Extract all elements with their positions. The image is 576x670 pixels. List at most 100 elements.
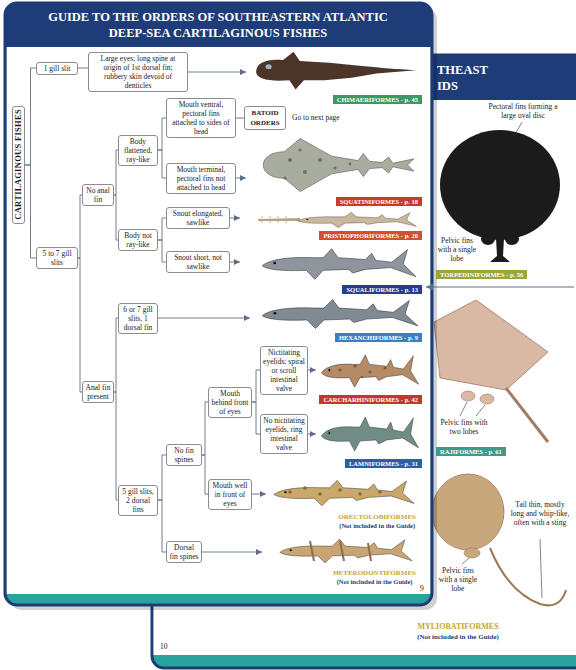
decision-box: Snout short, not sawlike [166, 251, 230, 273]
node-text: Mouth well in front of eyes [213, 481, 248, 508]
connector [236, 118, 244, 119]
decision-box: 6 or 7 gill slits, 1 dorsal fin [118, 303, 158, 334]
connector [158, 500, 166, 552]
node-text: No anal fin [86, 186, 110, 204]
note-label: 10 [160, 642, 168, 651]
node-text: HETERODONTIFORMES [333, 569, 416, 578]
order-entry: HETERODONTIFORMES(Not included in the Gu… [262, 536, 422, 588]
node-text: 5 to 7 gill slits [43, 249, 72, 267]
order-band: LAMNIFORMES - p. 31 [345, 459, 422, 468]
front-page-header [5, 3, 432, 47]
order-band: RAJIFORMES - p. 61 [436, 447, 506, 456]
decision-box: Large eyes; long spine at origin of 1st … [88, 52, 188, 92]
node-text: 6 or 7 gill slits, 1 dorsal fin [123, 305, 152, 332]
order-entry: HEXANCHIFORMES - p. 9 [250, 296, 422, 342]
node-text: Dorsal fin spines [170, 543, 199, 561]
sawshark-figure [258, 212, 416, 227]
bullhead-shark-figure [280, 539, 412, 563]
node-text: ORECTOLOBIFORMES [338, 513, 416, 522]
decision-box: No fin spines [166, 444, 202, 466]
node-text: Snout short, not sawlike [174, 253, 222, 271]
decision-box: Body not ray-like [118, 229, 158, 251]
node-text: HEXANCHIFORMES - p. 9 [339, 334, 418, 341]
order-band: CHIMAERIFORMES - p. 45 [333, 95, 422, 104]
connector [230, 262, 240, 263]
node-text: Body not ray-like [124, 231, 152, 249]
note-label: Tail thin, mostly long and whip-like, of… [508, 500, 572, 527]
carpet-shark-figure [274, 480, 414, 506]
decision-box: Dorsal fin spines [166, 541, 202, 563]
node-text: Mouth terminal, pectoral fins not attach… [177, 165, 226, 192]
decision-box: Snout elongated, sawlike [166, 207, 230, 229]
angel-shark-figure [263, 138, 414, 191]
connector [78, 68, 88, 69]
dogfish-figure [262, 249, 416, 280]
order-band: SQUALIFORMES - p. 13 [342, 285, 422, 294]
decision-box: Mouth terminal, pectoral fins not attach… [166, 163, 236, 194]
connector [308, 434, 316, 435]
connector [78, 258, 82, 392]
node-text: Anal fin present [86, 383, 111, 401]
chimaera-figure [256, 52, 416, 90]
connector [158, 218, 166, 240]
note-label: Pelvic fins with a single lobe [436, 566, 480, 593]
connector [158, 318, 250, 319]
node-text: (Not included in the Guide) [338, 522, 416, 530]
decision-box: No nictitating eyelids, ring intestinal … [260, 414, 308, 454]
node-text: Snout elongated, sawlike [173, 209, 223, 227]
note-label: MYLIOBATIFORMES [400, 622, 516, 631]
connector [25, 68, 36, 165]
note-label: Go to next page [292, 113, 340, 122]
node-text: Mouth ventral, pectoral fins attached to… [172, 100, 230, 136]
note-label: 9 [420, 584, 424, 593]
connector [188, 72, 246, 73]
connector [230, 218, 240, 219]
decision-box: Mouth well in front of eyes [208, 479, 252, 510]
catshark-figure [321, 355, 418, 387]
note-label: Pectoral fins forming a large oval disc [482, 102, 564, 120]
node-text: No nictitating eyelids, ring intestinal … [263, 416, 304, 452]
node-text: RAJIFORMES - p. 61 [440, 448, 502, 455]
node-text: (Not included in the Guide) [333, 578, 416, 586]
order-entry: PRISTIOPHORIFORMES - p. 20 [240, 210, 422, 240]
decision-box: Nictitating eyelids; spiral or scroll in… [260, 346, 308, 395]
order-entry: SQUATINIFORMES - p. 18 [246, 132, 422, 206]
connector [252, 402, 260, 434]
decision-box: No anal fin [82, 184, 114, 206]
connector [158, 150, 166, 178]
node-text: CHIMAERIFORMES - p. 45 [337, 96, 418, 103]
connector [308, 370, 316, 371]
node-text: PRISTIOPHORIFORMES - p. 20 [323, 232, 418, 239]
sixgill-figure [262, 300, 418, 329]
node-text: SQUATINIFORMES - p. 18 [340, 198, 418, 205]
order-entry: ORECTOLOBIFORMES(Not included in the Gui… [266, 476, 422, 532]
page-title: GUIDE TO THE ORDERS OF SOUTHEASTERN ATLA… [48, 9, 388, 41]
connector [236, 178, 246, 179]
node-text: No fin spines [174, 446, 193, 464]
decision-box: 5 gill slits, 2 dorsal fins [118, 485, 158, 516]
skate [434, 300, 548, 442]
order-entry: LAMNIFORMES - p. 31 [316, 410, 422, 468]
order-entry: CARCHARHINIFORMES - p. 42 [316, 348, 422, 404]
decision-box: 1 gill slit [36, 62, 78, 75]
decision-box: Mouth ventral, pectoral fins attached to… [166, 98, 236, 138]
node-text: CARCHARHINIFORMES - p. 42 [323, 396, 418, 403]
connector [25, 165, 36, 258]
order-band: SQUATINIFORMES - p. 18 [336, 197, 422, 206]
order-label: ORECTOLOBIFORMES(Not included in the Gui… [338, 513, 416, 530]
node-text: Mouth behind front of eyes [212, 389, 249, 416]
connector [114, 392, 118, 500]
node-text: LAMNIFORMES - p. 31 [349, 460, 418, 467]
node-text: CARTILAGINOUS FISHES [14, 109, 23, 220]
mackerel-shark-figure [321, 417, 418, 451]
root-box: CARTILAGINOUS FISHES [12, 106, 25, 225]
order-band: PRISTIOPHORIFORMES - p. 20 [319, 231, 422, 240]
connector [158, 455, 166, 500]
decision-box: Body flattened, ray-like [118, 135, 158, 166]
front-page-sheet [7, 46, 431, 594]
node-text: BATOID ORDERS [250, 109, 279, 127]
order-band: HEXANCHIFORMES - p. 9 [335, 333, 422, 342]
decision-box: 5 to 7 gill slits [36, 247, 78, 269]
note-label: Pelvic fins with a single lobe [436, 236, 478, 263]
